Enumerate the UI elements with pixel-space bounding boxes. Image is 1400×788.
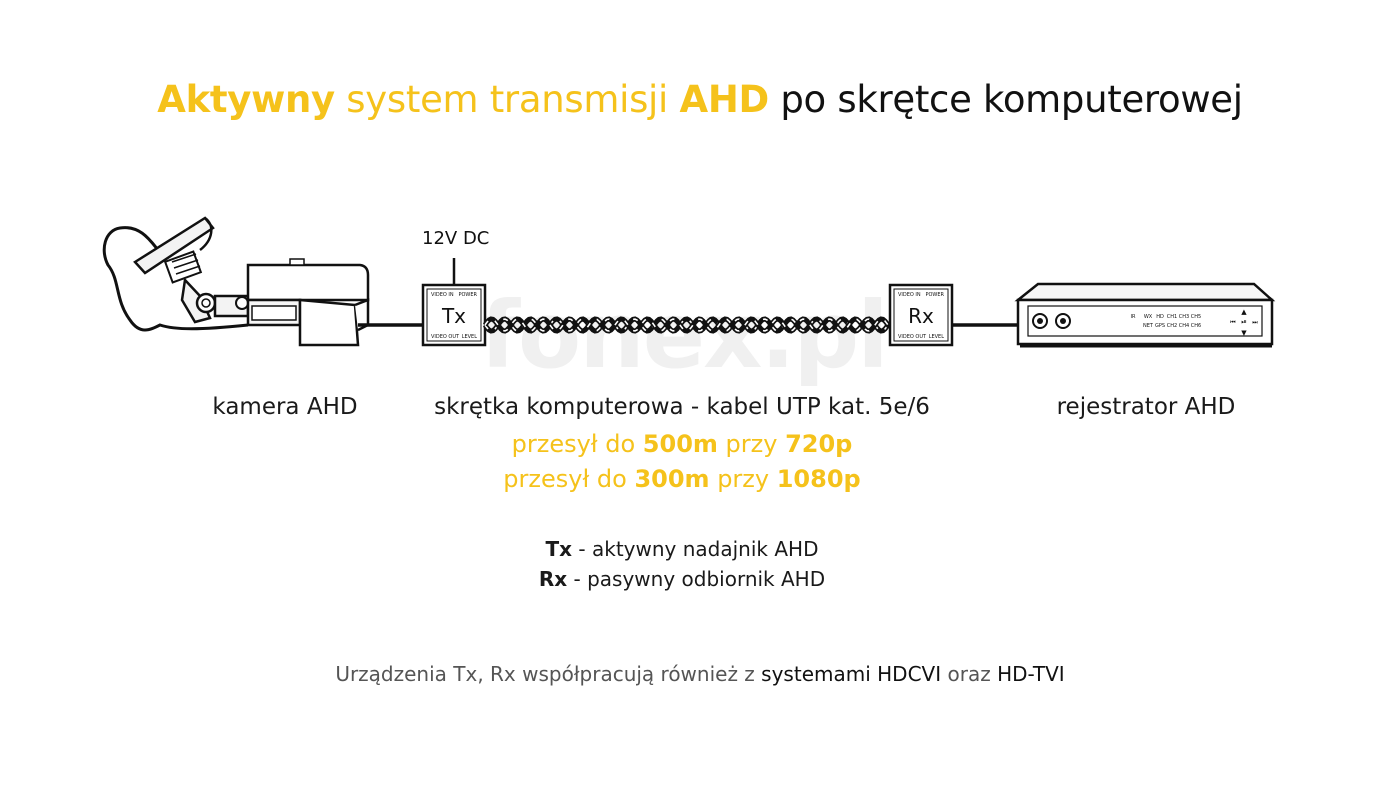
note-mid: oraz [941, 662, 998, 686]
recorder-led-label: HD [1156, 314, 1164, 320]
tx-level-label: LEVEL [462, 334, 478, 340]
recorder-caption: rejestrator AHD [1056, 394, 1236, 420]
legend-rx: Rx - pasywny odbiornik AHD [0, 567, 1364, 591]
twisted-wire-highlight-2 [484, 318, 890, 332]
tx-box [421, 258, 487, 347]
recorder-led-label: GPS [1155, 323, 1165, 329]
range-720-resolution: 720p [785, 430, 853, 458]
range-1080-prefix: przesył do [503, 465, 635, 493]
rx-level-label: LEVEL [929, 334, 945, 340]
rx-video-out-label: VIDEO OUT [898, 334, 927, 340]
range-720-prefix: przesył do [511, 430, 643, 458]
title-system: system transmisji [334, 78, 680, 121]
svg-text:⏭: ⏭ [1252, 319, 1258, 326]
recorder-led-label: CH5 [1191, 314, 1201, 320]
compatibility-note: Urządzenia Tx, Rx współpracują również z… [0, 662, 1400, 686]
tx-power-label: POWER [458, 292, 477, 298]
note-hdcvi: systemami HDCVI [761, 662, 942, 686]
rx-video-in-label: VIDEO IN [898, 292, 921, 298]
camera-mount-icon [133, 216, 250, 324]
note-hdtvi: HD-TVI [997, 662, 1065, 686]
svg-text:▼: ▼ [1241, 329, 1247, 337]
tx-video-out-label: VIDEO OUT [431, 334, 460, 340]
recorder-led-label: IR [1131, 314, 1136, 320]
rx-box [888, 283, 954, 347]
range-720-mid: przy [717, 430, 786, 458]
svg-text:⏯: ⏯ [1241, 318, 1247, 326]
rx-box-label: Rx [908, 304, 934, 328]
legend-tx-text: - aktywny nadajnik AHD [572, 537, 819, 561]
camera-cable [102, 226, 249, 332]
title-rest: po skrętce komputerowej [768, 78, 1243, 121]
range-720-distance: 500m [642, 430, 718, 458]
recorder-led-label: CH4 [1179, 323, 1189, 329]
recorder-led-label: CH6 [1191, 323, 1201, 329]
recorder-led-label: CH1 [1167, 314, 1177, 320]
range-1080-distance: 300m [634, 465, 710, 493]
recorder-led-label: WX [1144, 314, 1153, 320]
camera-body-icon [246, 258, 370, 347]
power-label: 12V DC [422, 228, 490, 249]
legend-rx-key: Rx [538, 567, 568, 591]
svg-text:▲: ▲ [1241, 308, 1247, 316]
legend-tx: Tx - aktywny nadajnik AHD [0, 537, 1364, 561]
range-line-1080p: przesył do 300m przy 1080p [0, 465, 1364, 493]
twisted-pair-cable [482, 316, 892, 334]
legend-tx-key: Tx [545, 537, 573, 561]
recorder-led-label: NET [1143, 323, 1154, 329]
title-active: Aktywny [157, 78, 335, 121]
range-line-720p: przesył do 500m przy 720p [0, 430, 1364, 458]
legend-rx-text: - pasywny odbiornik AHD [567, 567, 826, 591]
rx-power-label: POWER [925, 292, 944, 298]
tx-box-label: Tx [441, 304, 466, 328]
svg-text:⏮: ⏮ [1230, 319, 1236, 326]
recorder-led-label: CH3 [1179, 314, 1189, 320]
recorder-icon: ▲ ⏯ ▼ ⏮ ⏭ [1014, 282, 1276, 348]
title-ahd: AHD [679, 78, 769, 121]
camera-caption: kamera AHD [212, 394, 358, 420]
recorder-led-label: CH2 [1167, 323, 1177, 329]
range-1080-mid: przy [709, 465, 777, 493]
cable-caption: skrętka komputerowa - kabel UTP kat. 5e/… [434, 394, 930, 420]
note-prefix: Urządzenia Tx, Rx współpracują również z [335, 662, 762, 686]
diagram-title: Aktywny system transmisji AHD po skrętce… [0, 78, 1400, 121]
range-1080-resolution: 1080p [776, 465, 861, 493]
tx-video-in-label: VIDEO IN [431, 292, 454, 298]
